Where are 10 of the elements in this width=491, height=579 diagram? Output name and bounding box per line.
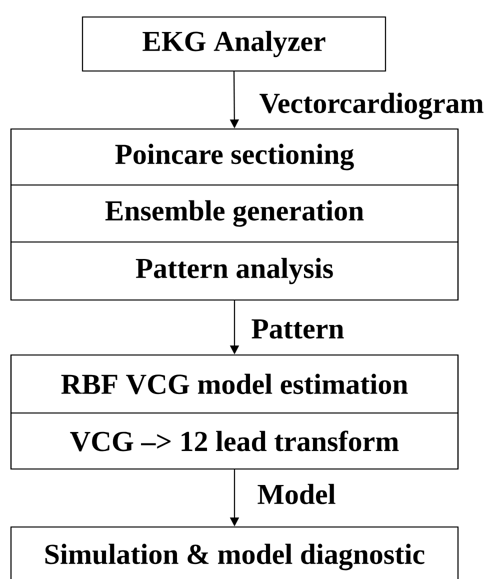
step-row: Pattern analysis — [10, 241, 459, 301]
process-box: EKG Analyzer — [82, 16, 386, 72]
edge-label: Vectorcardiogram — [258, 92, 485, 120]
edge-label: Pattern — [250, 318, 346, 340]
step-row: VCG –> 12 lead transform — [10, 412, 459, 470]
edge-label: Model — [256, 482, 337, 506]
process-box: Simulation & model diagnostic — [10, 526, 459, 579]
step-row: Poincare sectioning — [10, 128, 459, 186]
step-row: RBF VCG model estimation — [10, 354, 459, 414]
step-row: Ensemble generation — [10, 184, 459, 243]
